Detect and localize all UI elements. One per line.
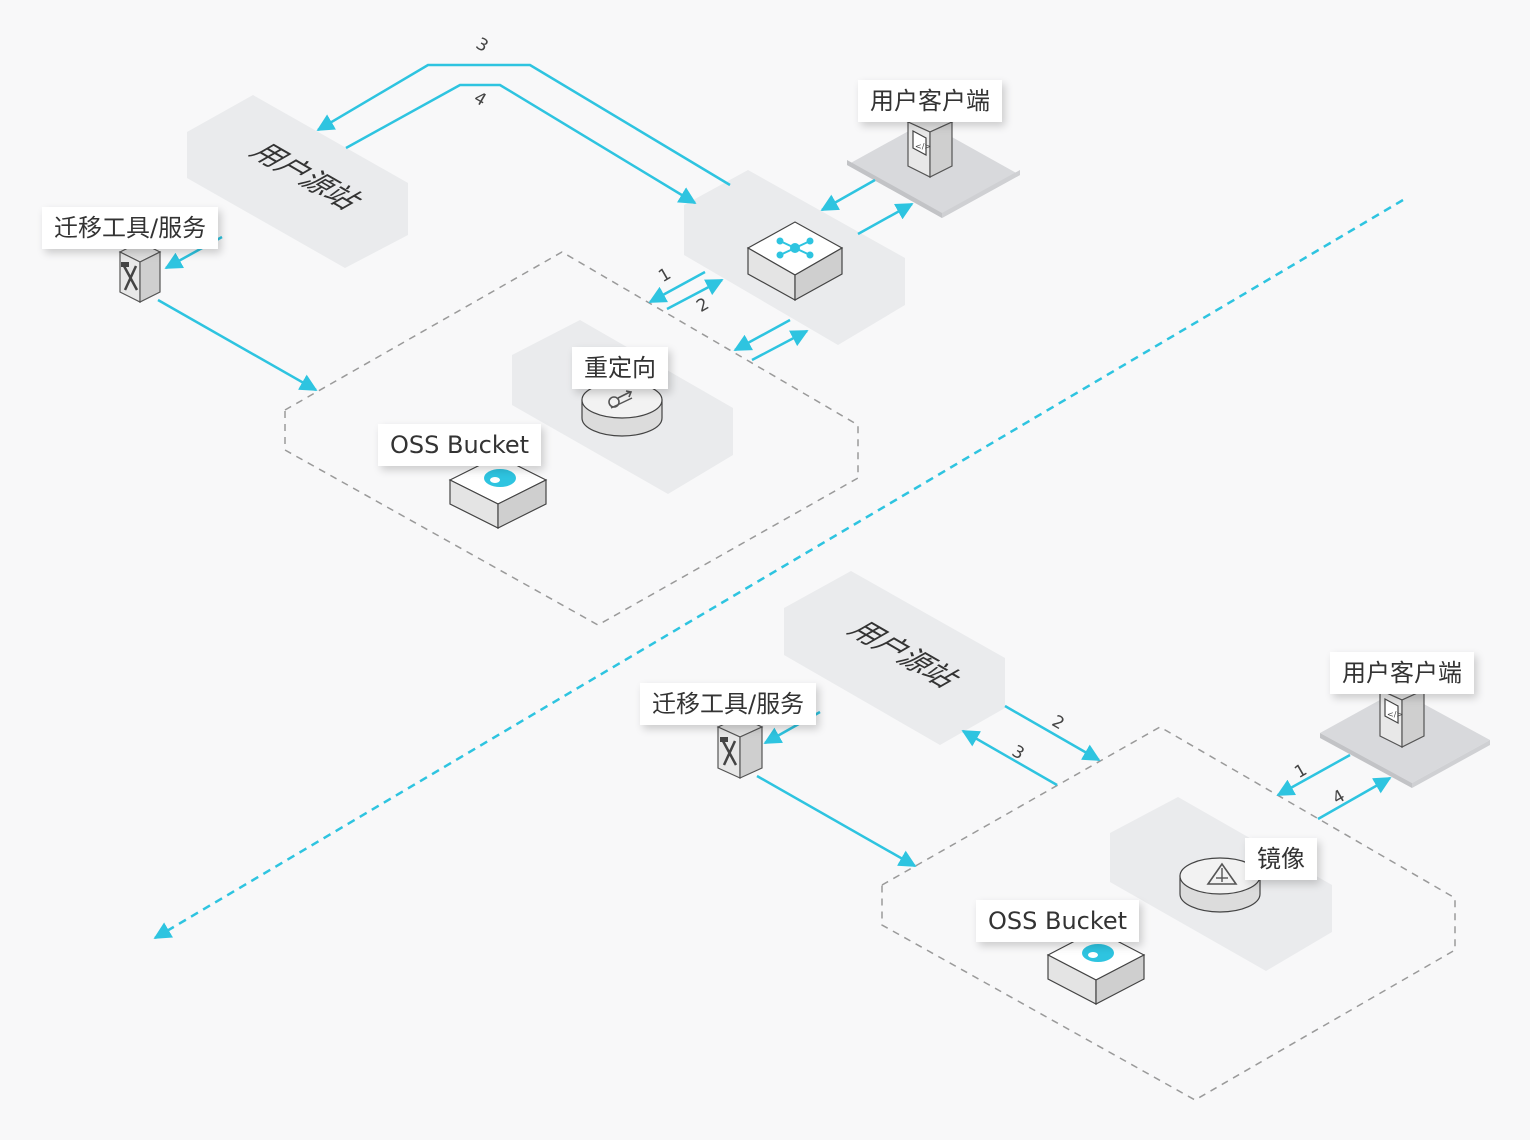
arrow-4-bottom bbox=[1317, 776, 1392, 821]
client-label-top: 用户客户端 bbox=[858, 80, 1002, 122]
oss-region-bottom bbox=[881, 726, 1456, 1101]
oss-bucket-device-bottom bbox=[1046, 929, 1146, 1005]
redirect-icon bbox=[608, 390, 633, 409]
step-1-top: 1 bbox=[655, 264, 674, 287]
arrow-2-top bbox=[666, 278, 724, 311]
tool-label-bottom: 迁移工具/服务 bbox=[640, 683, 817, 725]
step-4-bottom: 4 bbox=[1329, 786, 1348, 809]
mirror-disk-bottom bbox=[1179, 857, 1261, 913]
network-hub-icon bbox=[776, 237, 814, 259]
oss-bucket-icon-bottom bbox=[1082, 944, 1114, 962]
step-3-top: 3 bbox=[472, 34, 491, 57]
bucket-label-top: OSS Bucket bbox=[378, 424, 542, 466]
arrow-1-bottom bbox=[1276, 753, 1351, 797]
oss-bucket-icon bbox=[484, 469, 516, 487]
origin-plane-top bbox=[187, 95, 408, 268]
arrow-2-bottom bbox=[1004, 704, 1101, 762]
arrow-1-top bbox=[648, 270, 706, 304]
mirror-label-bottom: 镜像 bbox=[1245, 838, 1317, 880]
arrow-redirect-to-hub-top bbox=[733, 318, 791, 352]
tool-hammer-wrench-icon-bottom bbox=[720, 737, 738, 766]
origin-plane-bottom bbox=[784, 571, 1005, 745]
arrow-3-bottom bbox=[961, 729, 1058, 787]
step-2-top: 2 bbox=[693, 294, 712, 317]
step-3-bottom: 3 bbox=[1008, 741, 1027, 764]
svg-text:</>: </> bbox=[1387, 710, 1403, 719]
tool-device-bottom bbox=[716, 716, 764, 779]
arrow-tool-to-bucket-bottom bbox=[756, 774, 917, 868]
redirect-label-top: 重定向 bbox=[572, 347, 668, 389]
client-label-bottom: 用户客户端 bbox=[1330, 652, 1474, 694]
oss-bucket-device-top bbox=[448, 455, 548, 529]
mirror-icon bbox=[1206, 862, 1238, 885]
arrow-client-to-hub-top bbox=[820, 178, 876, 212]
arrow-4-top bbox=[345, 83, 697, 205]
code-window-icon: </> bbox=[912, 129, 931, 157]
arrow-tool-to-bucket-top bbox=[157, 298, 318, 392]
hub-device-top bbox=[746, 221, 844, 302]
arrow-hub-to-client-top bbox=[857, 202, 914, 236]
divider-arrow bbox=[153, 198, 1404, 940]
code-window-icon-bottom: </> bbox=[1384, 697, 1403, 725]
bucket-label-bottom: OSS Bucket bbox=[976, 900, 1140, 942]
redirect-disk-top bbox=[581, 381, 663, 437]
tool-label-top: 迁移工具/服务 bbox=[42, 207, 219, 249]
client-device-top: </> bbox=[906, 111, 954, 178]
arrow-3-top bbox=[316, 63, 731, 187]
step-4-top: 4 bbox=[470, 88, 489, 111]
arrow-hub-to-redirect-top bbox=[751, 329, 809, 362]
svg-text:</>: </> bbox=[915, 142, 931, 151]
step-2-bottom: 2 bbox=[1048, 711, 1067, 734]
oss-region-top bbox=[284, 251, 859, 626]
tool-device-top bbox=[118, 241, 162, 303]
tool-hammer-wrench-icon bbox=[121, 262, 139, 291]
